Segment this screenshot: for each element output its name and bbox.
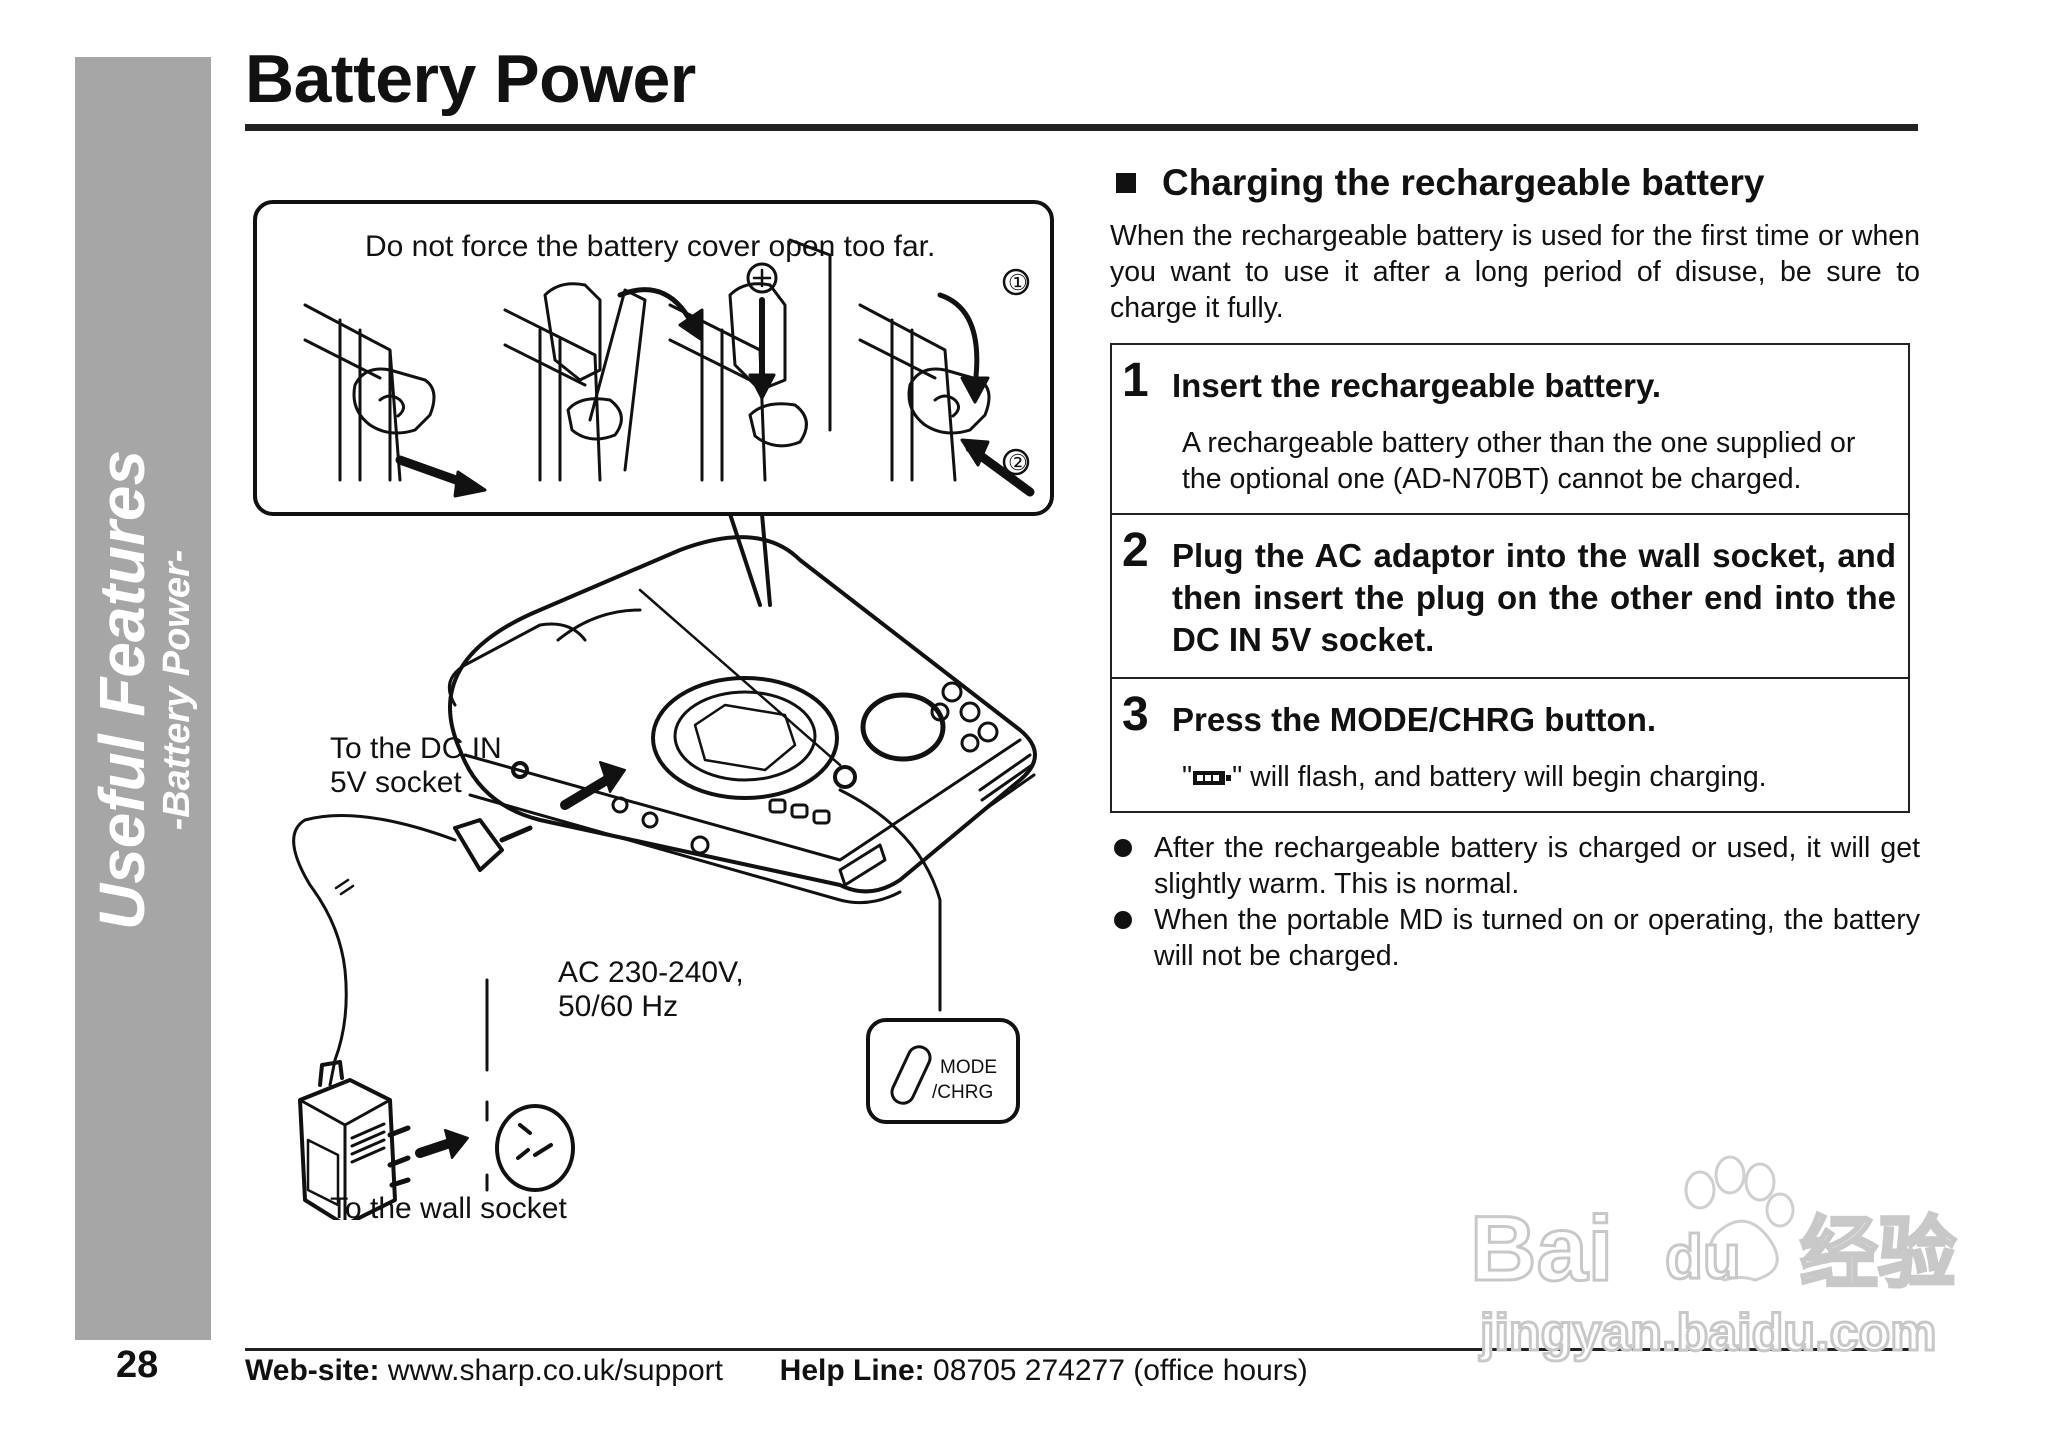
note-suffix: " will flash, and battery will begin cha… [1232, 761, 1767, 793]
callout-text: Do not force the battery cover open too … [365, 230, 935, 263]
marker-2: ② [1008, 450, 1028, 475]
callout-box [253, 200, 1054, 516]
charging-diagram: Do not force the battery cover open too … [253, 200, 1054, 1220]
page-title: Battery Power [245, 41, 696, 117]
title-rule [245, 124, 1918, 131]
page-number: 28 [116, 1344, 159, 1386]
footer-rule [245, 1348, 1918, 1351]
footer: Web-site: www.sharp.co.uk/support Help L… [245, 1354, 1308, 1388]
mode-chrg-label-2: /CHRG [932, 1082, 993, 1103]
sidebar-subtitle: -Battery Power- [156, 549, 198, 831]
step-number: 3 [1122, 688, 1149, 741]
battery-cover-step-4 [858, 268, 1035, 497]
watermark-brand: Bai [1470, 1198, 1613, 1300]
bullet-dot-icon [1114, 911, 1132, 929]
website-link[interactable]: www.sharp.co.uk/support [387, 1354, 723, 1387]
step-2: 2 Plug the AC adaptor into the wall sock… [1112, 513, 1908, 677]
watermark-cn: 经验 [1800, 1209, 1956, 1297]
note-prefix: " [1182, 761, 1193, 793]
step-1: 1 Insert the rechargeable battery. A rec… [1112, 345, 1908, 513]
square-bullet-icon [1116, 173, 1136, 193]
sidebar-label: Useful Features -Battery Power- [75, 90, 211, 1290]
ac-adapter [298, 1060, 411, 1220]
step-3: 3 Press the MODE/CHRG button. " " will fl… [1112, 677, 1908, 811]
notes-list: After the rechargeable battery is charge… [1110, 830, 1920, 974]
charging-section: Charging the rechargeable battery When t… [1110, 162, 1920, 326]
wall-socket-label: To the wall socket [330, 1192, 567, 1220]
md-player [447, 535, 1037, 905]
step-title: Press the MODE/CHRG button. [1172, 701, 1657, 738]
section-heading: Charging the rechargeable battery [1110, 162, 1920, 204]
watermark-brand-2: du [1665, 1223, 1741, 1292]
sidebar-band [75, 57, 211, 1340]
step-note: " " will flash, and battery will begin ch… [1182, 759, 1896, 795]
helpline-label: Help Line: [779, 1354, 925, 1387]
step-number: 1 [1122, 354, 1149, 407]
watermark-url: jingyan.baidu.com [1479, 1304, 1937, 1362]
step-number: 2 [1122, 524, 1149, 577]
sidebar-title: Useful Features [86, 449, 158, 931]
battery-cover-step-3 [668, 238, 832, 482]
battery-cover-step-2 [503, 282, 704, 482]
battery-icon [1193, 771, 1232, 786]
steps-box: 1 Insert the rechargeable battery. A rec… [1110, 343, 1910, 813]
bullet-dot-icon [1114, 839, 1132, 857]
marker-1: ① [1008, 270, 1028, 295]
dc-label-line2: 5V socket [330, 766, 462, 799]
section-heading-text: Charging the rechargeable battery [1162, 162, 1765, 203]
helpline-number: 08705 274277 (office hours) [933, 1354, 1308, 1387]
list-item: After the rechargeable battery is charge… [1110, 830, 1920, 902]
section-intro: When the rechargeable battery is used fo… [1110, 220, 1920, 324]
mode-chrg-label-1: MODE [940, 1057, 997, 1078]
ac-label-line1: AC 230-240V, [558, 956, 744, 989]
battery-cover-step-1 [303, 303, 487, 498]
step-title: Insert the rechargeable battery. [1172, 367, 1662, 404]
step-title: Plug the AC adaptor into the wall socket… [1172, 537, 1896, 658]
step-note: A rechargeable battery other than the on… [1182, 427, 1856, 495]
ac-label-line2: 50/60 Hz [558, 990, 678, 1023]
website-label: Web-site: [245, 1354, 380, 1387]
list-item-text: When the portable MD is turned on or ope… [1154, 904, 1920, 972]
baidu-watermark: Bai du 经验 jingyan.baidu.com [1469, 1155, 1958, 1364]
list-item: When the portable MD is turned on or ope… [1110, 902, 1920, 974]
dc-label-line1: To the DC IN [330, 732, 502, 765]
list-item-text: After the rechargeable battery is charge… [1154, 832, 1920, 900]
